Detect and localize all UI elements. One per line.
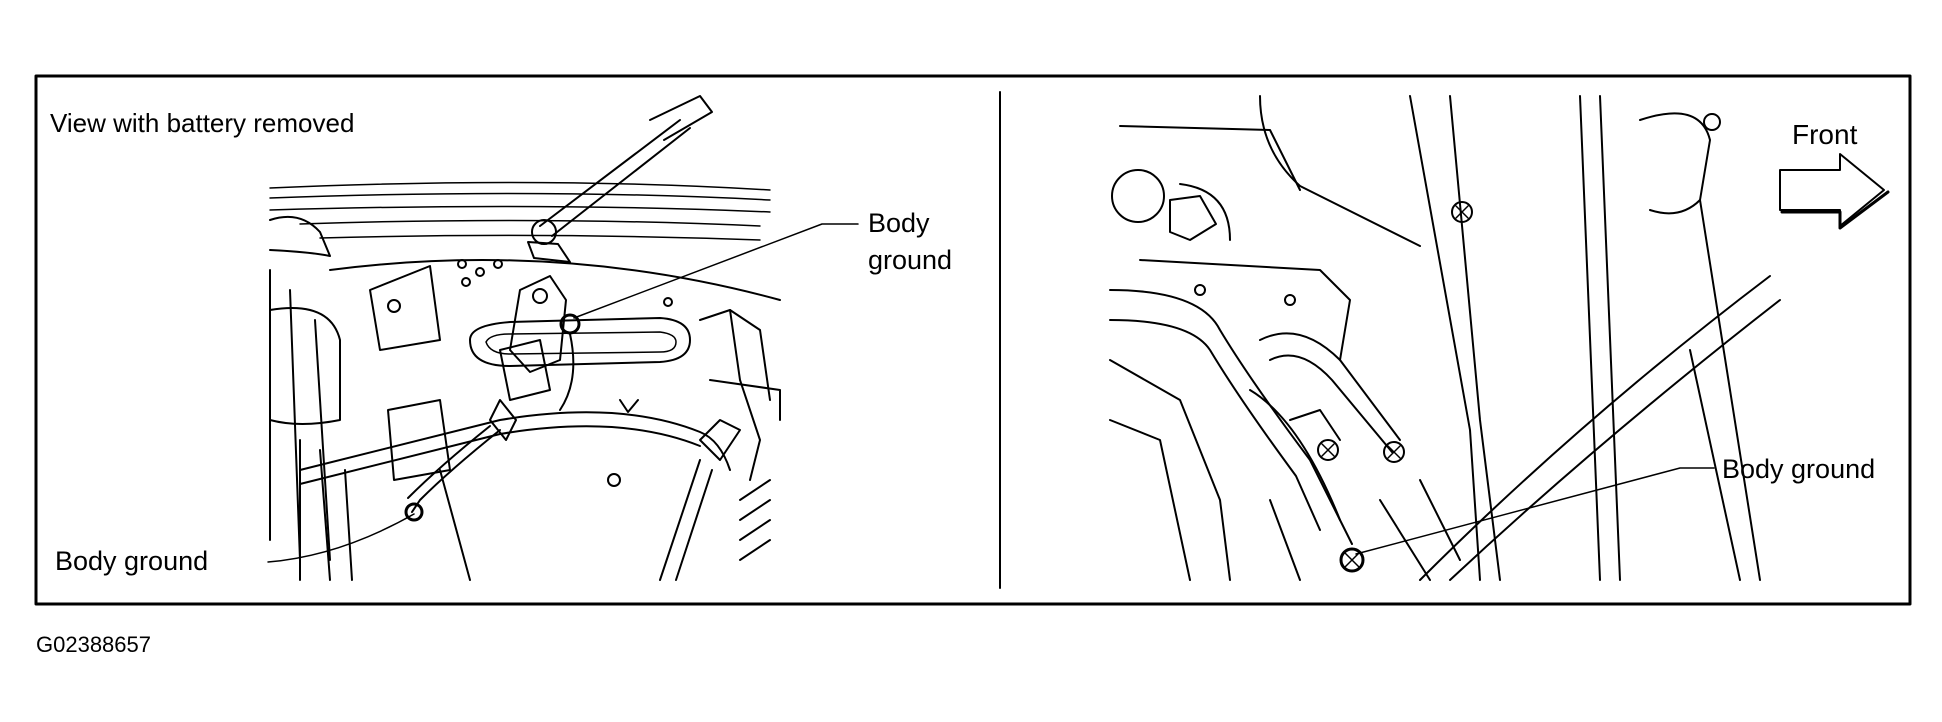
left-panel-drawing <box>267 95 859 581</box>
callout-body-ground-top-line1: Body <box>868 208 930 238</box>
front-arrow-icon <box>1779 153 1890 230</box>
front-direction-label: Front <box>1792 119 1858 150</box>
callout-body-ground-top-line2: ground <box>868 245 953 275</box>
ground-bolt-icon <box>1339 547 1365 573</box>
ground-bolt-icon <box>404 502 424 522</box>
figure-frame <box>34 74 1912 606</box>
left-panel-title: View with battery removed <box>50 108 355 138</box>
right-panel-drawing <box>1109 95 1890 581</box>
figure-code: G02388657 <box>36 632 151 657</box>
callout-body-ground-bottom: Body ground <box>55 546 209 576</box>
callout-body-ground-right: Body ground <box>1722 454 1876 484</box>
